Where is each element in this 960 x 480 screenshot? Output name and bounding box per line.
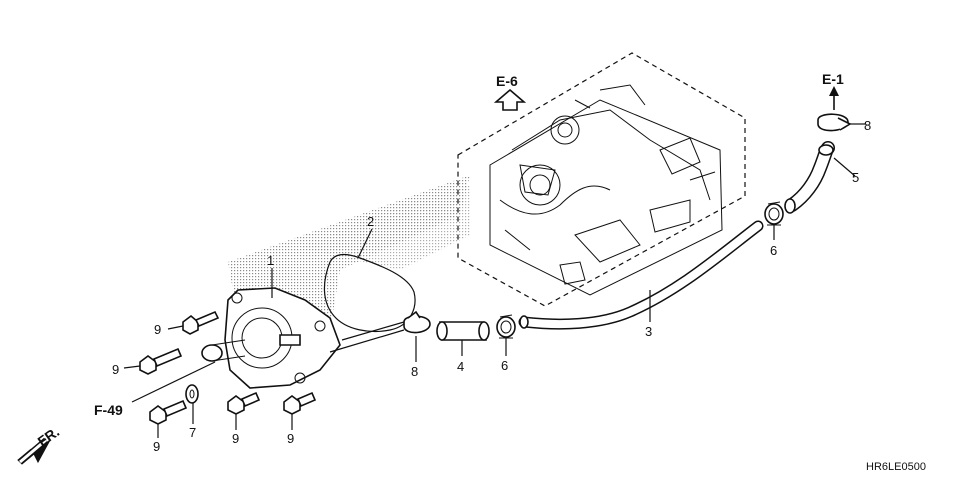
flange-bolt-left bbox=[139, 347, 183, 375]
ref-e6: E-6 bbox=[496, 73, 518, 89]
hose-clamp-center bbox=[403, 310, 431, 334]
arrow-front-icon bbox=[17, 437, 51, 465]
hose-clamp-upper bbox=[817, 113, 852, 132]
callout-2: 2 bbox=[367, 214, 374, 229]
hose-band-clamp-lower bbox=[496, 314, 516, 339]
callout-6-upper: 6 bbox=[770, 243, 777, 258]
ref-e1: E-1 bbox=[822, 71, 844, 87]
crankcase-reference bbox=[457, 52, 746, 307]
sealing-washer bbox=[185, 384, 199, 404]
water-pipe bbox=[518, 220, 764, 330]
callout-9-top: 9 bbox=[154, 322, 161, 337]
ref-f49: F-49 bbox=[94, 402, 123, 418]
gasket bbox=[323, 253, 416, 333]
callout-7: 7 bbox=[189, 425, 196, 440]
flange-bolt-bottom-right bbox=[283, 391, 317, 415]
arrow-up-small-icon bbox=[829, 86, 839, 110]
callout-9-left: 9 bbox=[112, 362, 119, 377]
water-hose-short bbox=[436, 321, 490, 341]
hose-band-clamp-upper bbox=[764, 201, 784, 226]
callout-3: 3 bbox=[645, 324, 652, 339]
callout-1: 1 bbox=[267, 253, 274, 268]
callout-9-bottom-mid: 9 bbox=[232, 431, 239, 446]
callout-6-lower: 6 bbox=[501, 358, 508, 373]
callout-5: 5 bbox=[852, 170, 859, 185]
callout-8-upper: 8 bbox=[864, 118, 871, 133]
diagram-code: HR6LE0500 bbox=[866, 461, 926, 473]
flange-bolt-top bbox=[182, 310, 220, 335]
callout-8-center: 8 bbox=[411, 364, 418, 379]
callout-9-bottom-left: 9 bbox=[153, 439, 160, 454]
callout-4: 4 bbox=[457, 359, 464, 374]
callout-9-bottom-right: 9 bbox=[287, 431, 294, 446]
flange-bolt-bottom-mid bbox=[227, 391, 261, 415]
leader-lines bbox=[123, 123, 866, 438]
arrow-up-icon bbox=[493, 88, 527, 111]
water-pump-cover bbox=[201, 287, 341, 389]
projection-shading bbox=[228, 175, 470, 330]
water-hose-bent bbox=[784, 141, 835, 214]
flange-bolt-bottom-left bbox=[149, 399, 188, 425]
